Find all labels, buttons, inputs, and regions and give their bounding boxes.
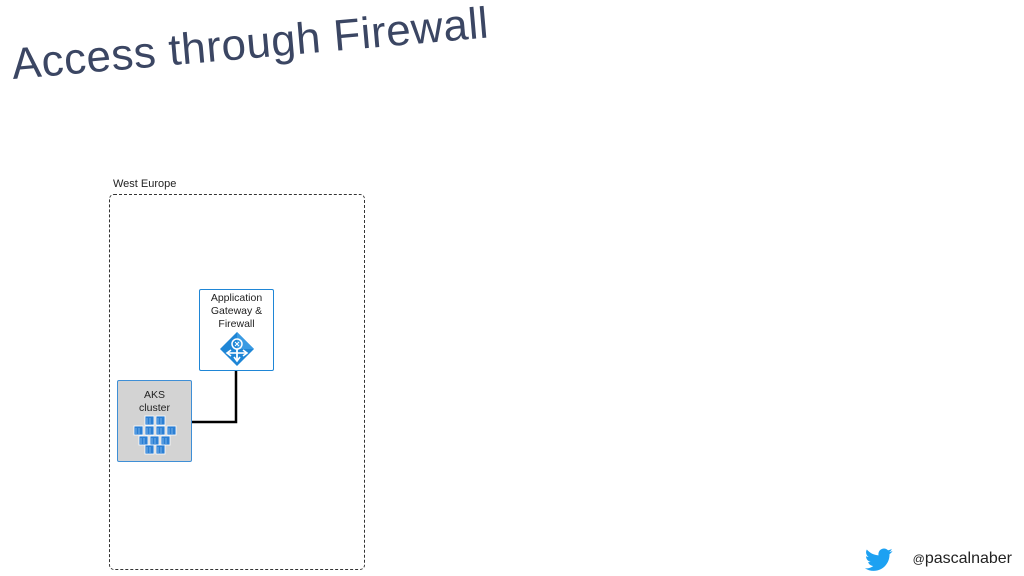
gateway-label-line1: Application — [210, 292, 263, 304]
kubernetes-cluster-icon — [133, 415, 177, 455]
twitter-bird-icon — [865, 548, 893, 571]
region-boundary — [109, 194, 365, 570]
aks-label-line1: AKS — [143, 389, 165, 401]
application-gateway-icon — [220, 332, 254, 366]
region-label: West Europe — [113, 178, 177, 190]
application-gateway-node[interactable]: Application Gateway & Firewall — [199, 289, 274, 371]
gateway-label-line3: Firewall — [218, 318, 255, 330]
aks-label-line2: cluster — [139, 402, 170, 414]
gateway-label-line2: Gateway & — [210, 305, 263, 317]
at-symbol: @ — [912, 552, 925, 566]
aks-cluster-node[interactable]: AKS cluster — [117, 380, 192, 462]
handle-text: pascalnaber — [924, 550, 1012, 567]
author-handle[interactable]: @pascalnaber — [913, 550, 1012, 568]
